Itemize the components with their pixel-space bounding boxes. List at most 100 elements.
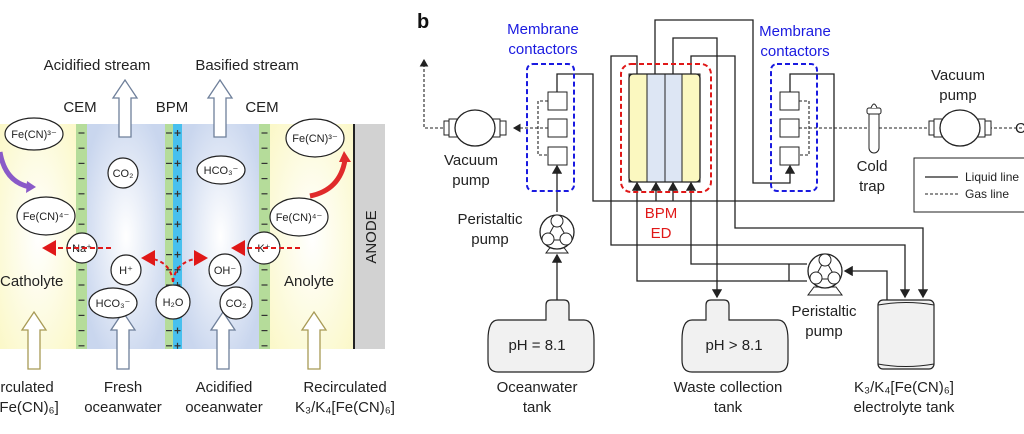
vacuum-pump-right-icon	[928, 109, 992, 147]
inlet-label-catholyte-1: rculated	[0, 379, 53, 396]
electrolyte-tank-icon	[877, 299, 935, 370]
species-hco3-right: HCO₃⁻	[196, 155, 246, 185]
membrane-contactors-left-box	[526, 63, 575, 192]
legend-gas-label: Gas line	[965, 187, 1009, 201]
species-label: CO₂	[226, 298, 247, 310]
reduction-arrow-head	[26, 181, 36, 193]
peristaltic-pump-left-label-2: pump	[471, 231, 509, 248]
inlet-label-fresh-2: oceanwater	[84, 399, 162, 416]
bpm-ed-label-2: ED	[651, 225, 672, 242]
species-label: HCO₃⁻	[96, 298, 131, 310]
panel-b: b Membrane contactors Membrane contactor…	[417, 11, 1024, 416]
anode-electrode	[355, 124, 385, 349]
basified-stream-label: Basified stream	[195, 57, 298, 74]
inlet-label-anolyte-1: Recirculated	[303, 379, 386, 396]
species-fecn4-left: Fe(CN)⁴⁻	[16, 196, 76, 236]
peristaltic-pump-right-label-1: Peristaltic	[791, 303, 857, 320]
anolyte-label: Anolyte	[284, 273, 334, 290]
species-h: H⁺	[110, 254, 142, 286]
vacuum-pump-left-label-1: Vacuum	[444, 152, 498, 169]
inlet-label-acidified-1: Acidified	[196, 379, 253, 396]
species-fecn4-right: Fe(CN)⁴⁻	[269, 197, 329, 237]
species-co2-left: CO₂	[107, 157, 139, 189]
species-label: HCO₃⁻	[204, 165, 239, 177]
electrolyte-tank-label-2: electrolyte tank	[854, 399, 955, 416]
basified-stream-arrow	[206, 78, 234, 138]
species-hco3-left: HCO₃⁻	[88, 287, 138, 319]
cut-off-label: C	[1015, 120, 1024, 137]
h-flux-arrow	[141, 250, 174, 283]
contactor-modules-right	[779, 91, 800, 166]
fresh-oceanwater-inlet-arrow	[109, 310, 137, 370]
waste-tank-icon	[681, 299, 789, 373]
peristaltic-pump-left-label-1: Peristaltic	[457, 211, 523, 228]
species-fecn3-right: Fe(CN)³⁻	[285, 118, 345, 158]
inlet-label-anolyte-2: K₃/K₄[Fe(CN)₆]	[295, 399, 395, 416]
species-label: Fe(CN)⁴⁻	[23, 211, 70, 223]
peristaltic-pump-right-icon	[807, 253, 843, 296]
catholyte-label: Catholyte	[0, 273, 63, 290]
cold-trap-label-1: Cold	[857, 158, 888, 175]
oh-flux-arrow	[172, 250, 208, 283]
species-label: H⁺	[119, 265, 133, 277]
membrane-contactors-right-box	[770, 63, 818, 192]
panel-letter: b	[417, 11, 429, 33]
vacuum-pump-left-icon	[443, 109, 507, 147]
species-label: CO₂	[113, 168, 134, 180]
bpm-label: BPM	[156, 99, 189, 116]
legend: Liquid line Gas line	[913, 157, 1024, 213]
species-label: Fe(CN)³⁻	[292, 133, 338, 145]
contactors-left-label-1: Membrane	[507, 21, 579, 38]
species-fecn3-left: Fe(CN)³⁻	[4, 117, 64, 151]
waste-tank-label-1: Waste collection	[674, 379, 783, 396]
contactors-right-label-2: contactors	[760, 43, 829, 60]
anolyte-inlet-arrow	[300, 310, 328, 370]
contactor-modules-left	[547, 91, 568, 166]
species-co2-right: CO₂	[219, 286, 253, 320]
inlet-label-acidified-2: oceanwater	[185, 399, 263, 416]
species-label: Fe(CN)⁴⁻	[276, 212, 323, 224]
species-label: Fe(CN)³⁻	[11, 129, 57, 141]
inlet-label-catholyte-2: [Fe(CN)₆]	[0, 399, 59, 416]
oceanwater-tank-label-1: Oceanwater	[497, 379, 578, 396]
bpm-ed-box	[620, 63, 712, 193]
oceanwater-tank-icon	[487, 299, 595, 373]
contactors-right-label-1: Membrane	[759, 23, 831, 40]
electrolyte-tank-label-1: K₃/K₄[Fe(CN)₆]	[854, 379, 954, 396]
bpm-anion-layer	[165, 124, 173, 349]
liquid-lines	[551, 19, 929, 300]
bpm-ed-stack	[628, 73, 701, 183]
acidified-stream-label: Acidified stream	[44, 57, 151, 74]
waste-tank-label-2: tank	[714, 399, 743, 416]
species-h2o: H₂O	[155, 284, 191, 320]
vacuum-pump-right-label-2: pump	[939, 87, 977, 104]
contactors-left-label-2: contactors	[508, 41, 577, 58]
species-label: OH⁻	[214, 265, 237, 277]
catholyte-compartment	[0, 124, 76, 349]
reduction-arrow	[0, 151, 31, 190]
cold-trap-icon	[866, 103, 882, 154]
acidified-oceanwater-inlet-arrow	[209, 310, 237, 370]
oxidation-arrow-head	[339, 151, 351, 162]
species-label: H₂O	[163, 297, 184, 309]
ion-species: Fe(CN)³⁻Fe(CN)⁴⁻Na⁺CO₂H⁺HCO₃⁻H₂OHCO₃⁻OH⁻…	[4, 117, 345, 320]
species-oh: OH⁻	[208, 253, 242, 287]
cold-trap-label-2: trap	[859, 178, 885, 195]
anode-label: ANODE	[363, 210, 380, 263]
oceanwater-ph: pH = 8.1	[508, 337, 565, 354]
waste-ph: pH > 8.1	[705, 337, 762, 354]
peristaltic-pump-left-icon	[539, 214, 575, 254]
vacuum-pump-right-label-1: Vacuum	[931, 67, 985, 84]
peristaltic-pump-right-label-2: pump	[805, 323, 843, 340]
panel-a: Acidified stream Basified stream CEM BPM…	[0, 57, 395, 416]
cem-right-label: CEM	[245, 99, 278, 116]
bpm-ed-label-1: BPM	[645, 205, 678, 222]
vacuum-pump-left-label-2: pump	[452, 172, 490, 189]
acidified-stream-arrow	[111, 78, 139, 138]
cem-left-label: CEM	[63, 99, 96, 116]
legend-liquid-label: Liquid line	[965, 170, 1019, 184]
oxidation-arrow	[309, 159, 348, 199]
oceanwater-tank-label-2: tank	[523, 399, 552, 416]
